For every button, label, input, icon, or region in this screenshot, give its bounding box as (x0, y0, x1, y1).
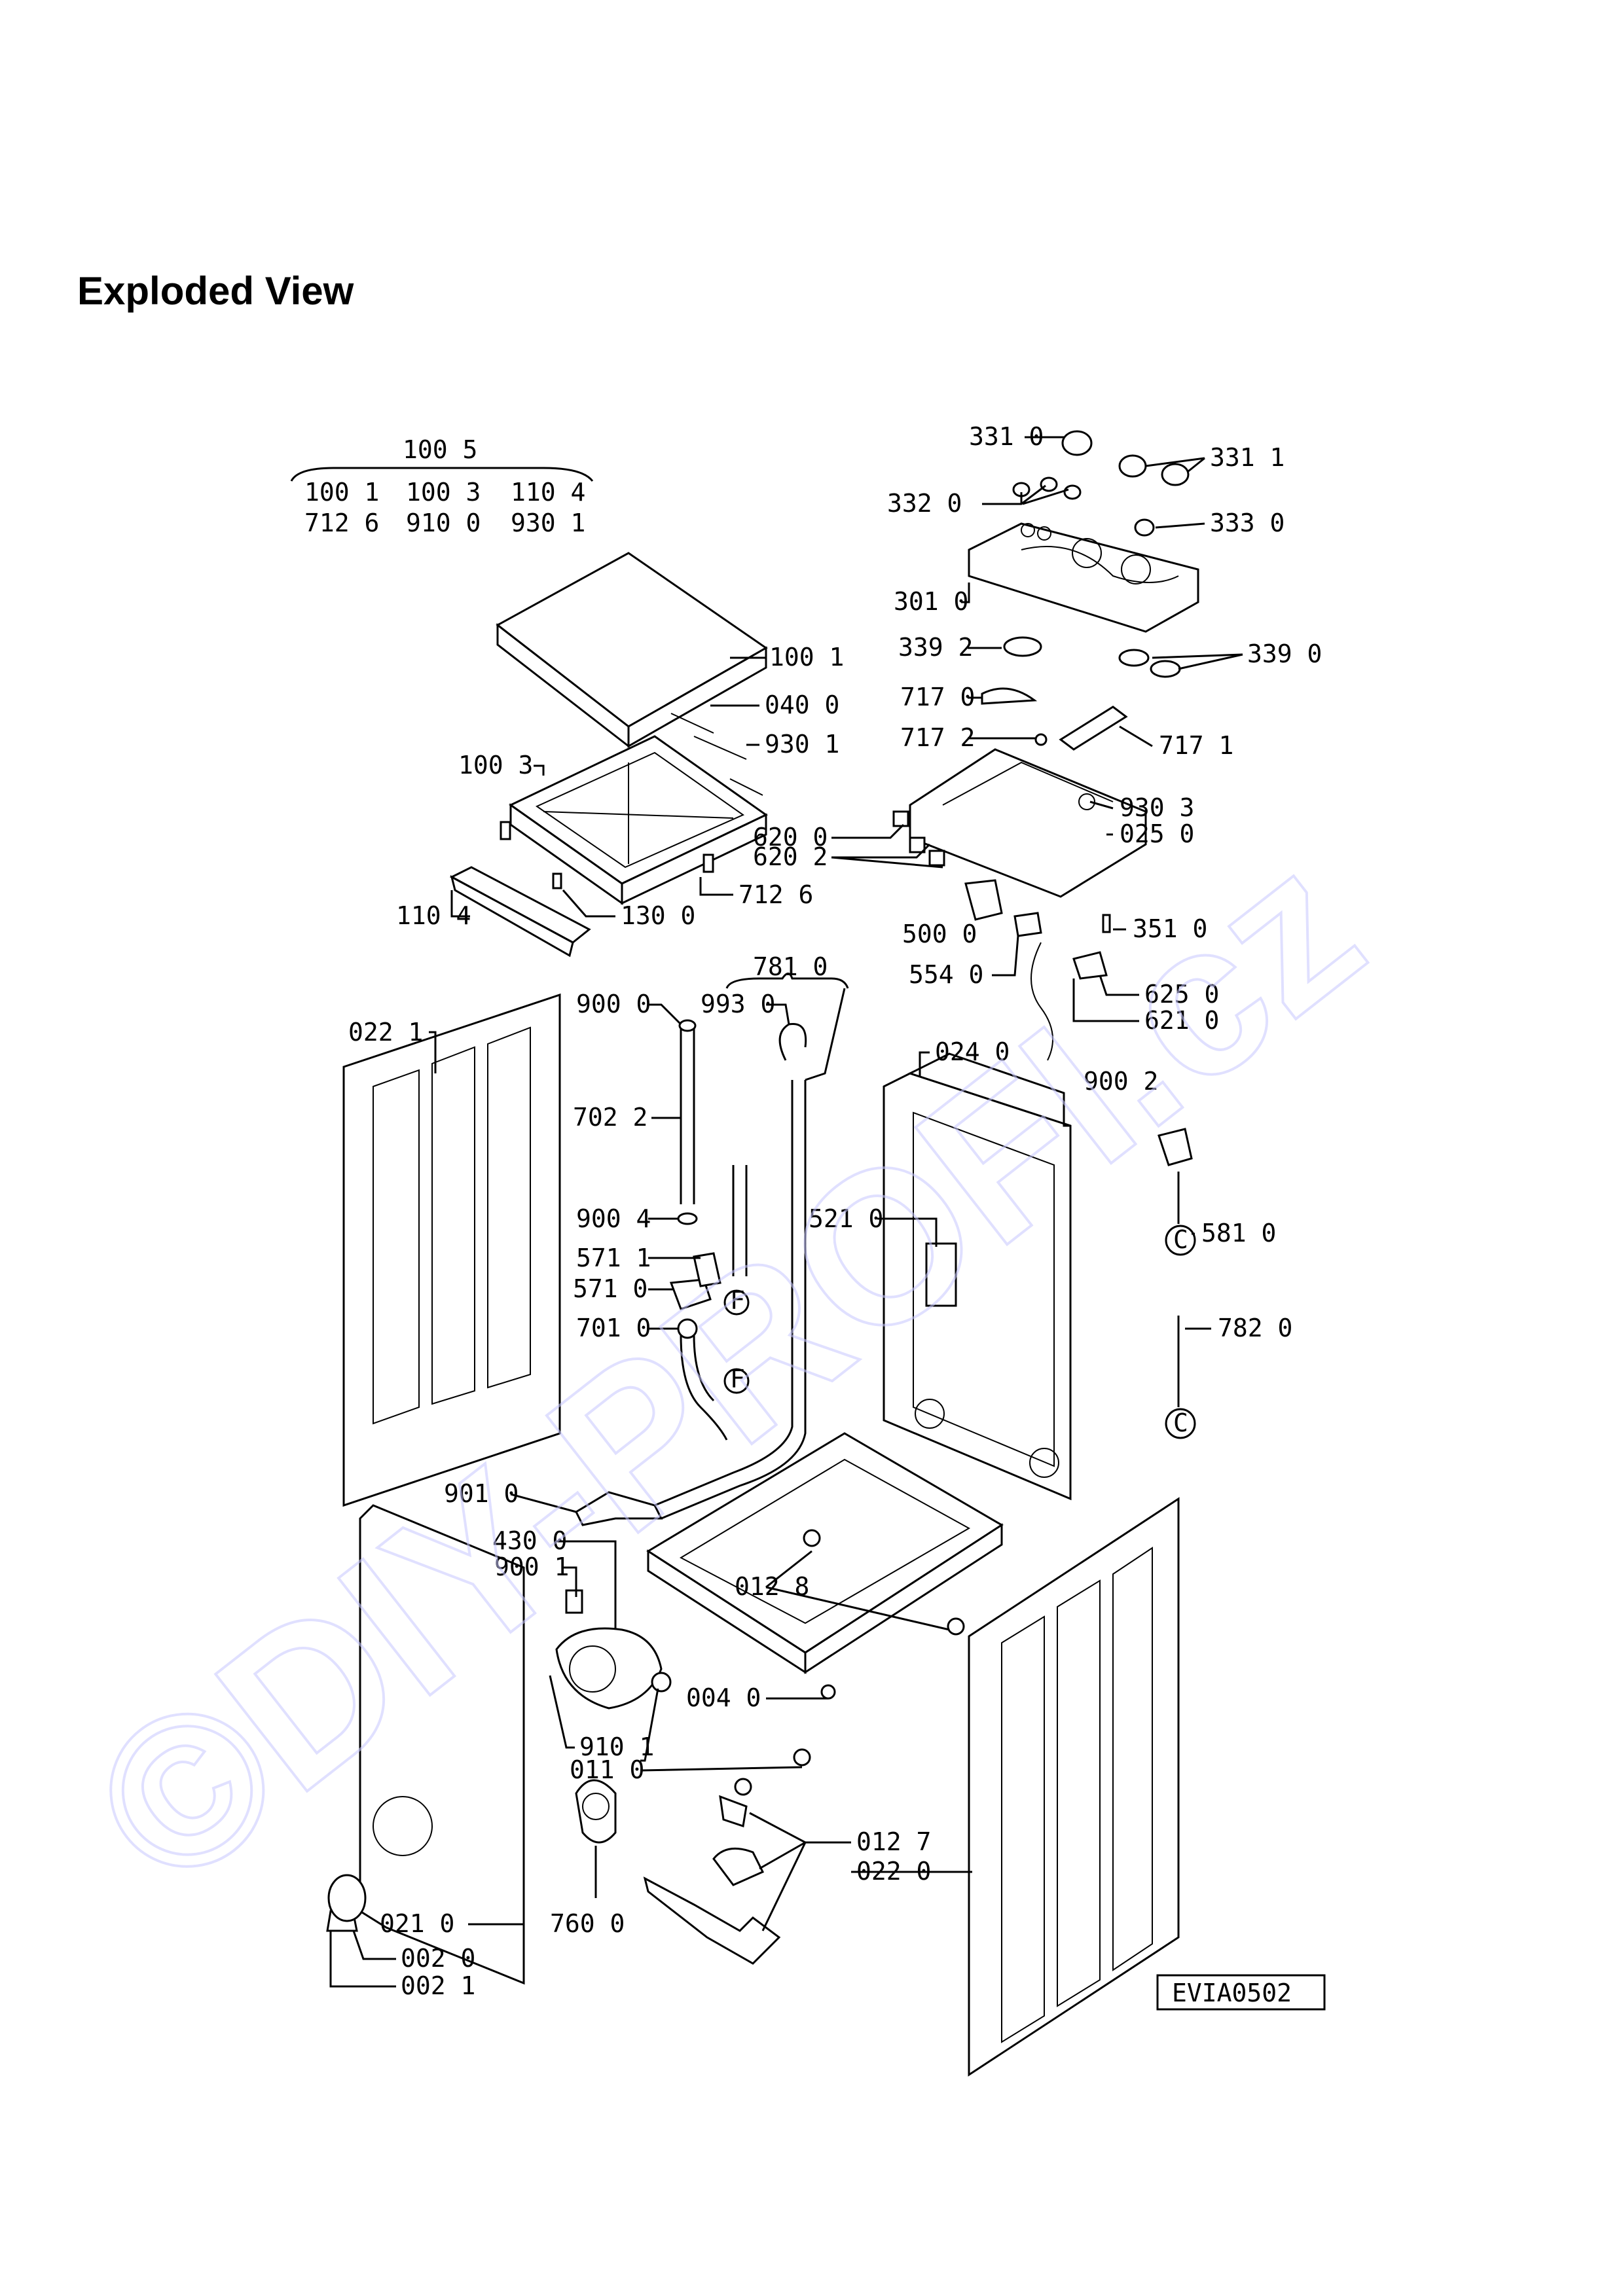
part-label: 500 0 (902, 920, 977, 948)
part-label: 717 2 (900, 723, 975, 752)
part-label: 620 0 (753, 823, 828, 852)
small-hardware-part (326, 1529, 965, 1965)
part-label: 430 0 (492, 1526, 567, 1555)
part-label: 621 0 (1144, 1006, 1219, 1035)
part-label: 130 0 (621, 901, 695, 930)
part-label: 002 1 (401, 1971, 475, 2000)
header-row1-item: 100 1 (304, 478, 379, 507)
part-labels: 331 0 331 1 332 0 333 0 301 0 339 2 339 … (348, 422, 1322, 2000)
part-label: 025 0 (1120, 819, 1194, 848)
header-row1-item: 110 4 (511, 478, 585, 507)
part-label: 900 0 (576, 990, 651, 1018)
pump-part (555, 1589, 672, 1844)
header-row2-item: 910 0 (406, 509, 481, 537)
part-label: 620 2 (753, 842, 828, 871)
part-label: 993 0 (701, 990, 775, 1018)
part-label: 021 0 (380, 1909, 454, 1938)
connector-f-part: F F (723, 1286, 750, 1394)
part-label: 571 0 (573, 1274, 647, 1303)
part-label: 022 0 (856, 1857, 931, 1886)
part-label: 901 0 (444, 1479, 519, 1508)
part-label: 760 0 (550, 1909, 625, 1938)
part-label: 717 0 (900, 683, 975, 711)
header-row2-item: 930 1 (511, 509, 585, 537)
part-label: 554 0 (909, 960, 983, 989)
header-group: 100 5 100 1 100 3 110 4 712 6 910 0 930 … (290, 435, 594, 537)
page-title: Exploded View (77, 269, 354, 313)
part-label: 702 2 (573, 1103, 647, 1132)
header-group-top: 100 5 (403, 435, 477, 464)
part-label: 301 0 (894, 587, 968, 616)
part-label: 571 1 (576, 1244, 651, 1272)
part-label: 521 0 (809, 1204, 883, 1233)
connector-c-part: C C (1158, 1128, 1196, 1439)
part-label: 100 3 (458, 751, 533, 780)
kit-781-group: 781 0 (725, 952, 849, 1081)
part-label: 110 4 (396, 901, 471, 930)
part-label: 581 0 (1201, 1219, 1276, 1247)
part-label: 351 0 (1133, 914, 1207, 943)
back-panel-part (883, 1052, 1072, 1501)
part-label: 625 0 (1144, 980, 1219, 1009)
connector-f-mark: F (730, 1365, 745, 1393)
top-lid-part (496, 552, 768, 749)
hoses-part (575, 1019, 807, 1526)
connector-c-mark: C (1173, 1408, 1188, 1437)
part-label: 012 8 (735, 1572, 809, 1601)
control-module-part (892, 748, 1147, 1061)
part-label: 040 0 (765, 691, 839, 719)
part-label: 910 1 (579, 1732, 654, 1761)
part-label: 002 0 (401, 1944, 475, 1973)
connector-f-mark: F (730, 1286, 745, 1315)
part-label: 339 0 (1247, 639, 1322, 668)
part-label: 701 0 (576, 1314, 651, 1342)
top-frame-part (509, 735, 768, 905)
part-label: 011 0 (570, 1755, 644, 1784)
part-label: 332 0 (887, 489, 962, 518)
part-label: 930 1 (765, 730, 839, 759)
diagram-code: EVIA0502 (1172, 1979, 1292, 2007)
part-label: 331 1 (1210, 443, 1285, 472)
diagram-code-box: EVIA0502 (1156, 1974, 1326, 2011)
part-label: 900 4 (576, 1204, 651, 1233)
part-label: 012 7 (856, 1827, 931, 1856)
header-row2-item: 712 6 (304, 509, 379, 537)
part-label: 022 1 (348, 1018, 423, 1047)
kit-781-label: 781 0 (753, 952, 828, 981)
control-panel-part (968, 430, 1199, 751)
part-label: 930 3 (1120, 793, 1194, 822)
header-row1-item: 100 3 (406, 478, 481, 507)
part-label: 339 2 (898, 633, 973, 662)
part-label: 331 0 (969, 422, 1044, 451)
base-frame-part (646, 1432, 1004, 1674)
part-label: 024 0 (935, 1037, 1010, 1066)
part-label: 900 2 (1084, 1067, 1158, 1096)
part-label: 100 1 (769, 643, 844, 672)
connector-c-mark: C (1173, 1225, 1188, 1254)
part-label: 712 6 (739, 880, 813, 909)
part-label: 333 0 (1210, 509, 1285, 537)
part-label: 717 1 (1159, 731, 1233, 760)
side-panel-left-part (342, 993, 561, 1507)
side-panel-right-part (968, 1497, 1180, 2077)
part-label: 782 0 (1218, 1314, 1292, 1342)
part-label: 004 0 (686, 1683, 761, 1712)
part-label: 900 1 (494, 1552, 569, 1581)
front-bezel-part (449, 713, 763, 958)
leader-lines (329, 436, 1243, 1988)
